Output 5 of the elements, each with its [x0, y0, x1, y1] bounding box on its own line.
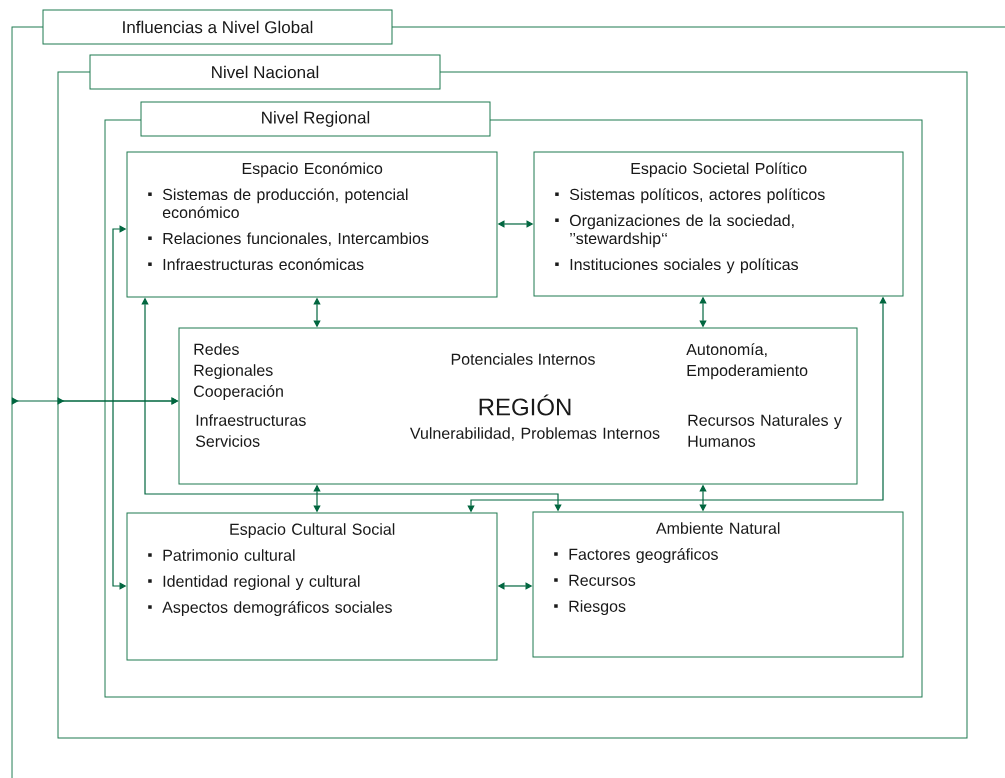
content-box: Ambiente Natural Factores geográficos Recursos Riesgos — [532, 511, 904, 658]
content-box: Espacio Societal Político Sistemas políticos, actores políticos Organizaciones de la sociedad, ’’stewardship‘‘ Instituciones sociales y políticas — [533, 151, 904, 297]
content-box: Espacio Económico Sistemas de producción, potencial económico Relaciones funcionales, Intercambios Infraestructuras económicas — [126, 151, 498, 298]
content-box: Espacio Cultural Social Patrimonio cultural Identidad regional y cultural Aspectos demográficos sociales — [126, 512, 498, 661]
region-box: Redes Regionales Cooperación Potenciales Internos Autonomía, Empoderamiento REGIÓN Infraestructuras Servicios Vulnerabilidad, Problemas Internos Recursos Naturales y Humanos — [178, 327, 858, 485]
